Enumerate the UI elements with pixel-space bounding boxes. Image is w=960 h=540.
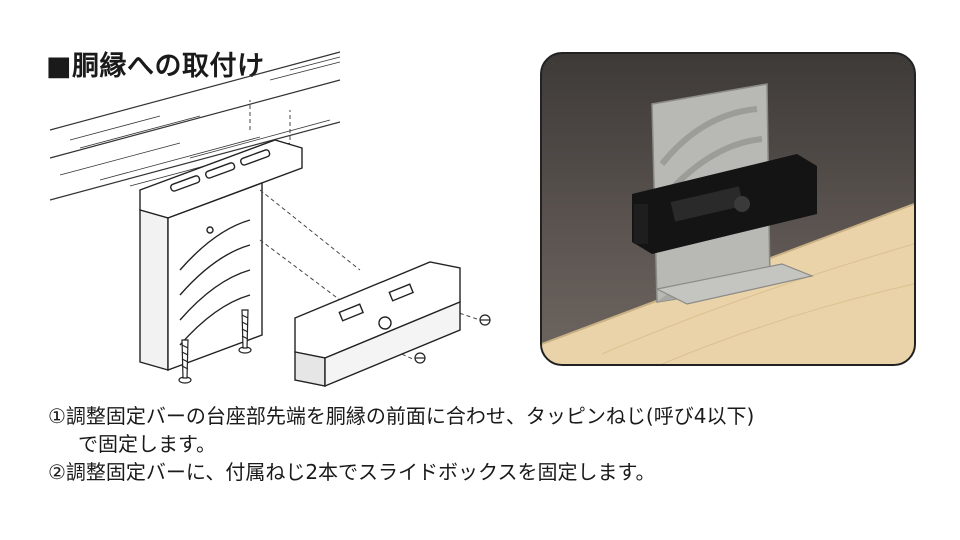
screw-icon <box>178 309 252 384</box>
box-screw-icon <box>414 314 491 364</box>
instruction-steps: ①調整固定バーの台座部先端を胴縁の前面に合わせ、タッピンねじ(呼び4以下) で固… <box>48 402 928 486</box>
slide-box-illustration <box>294 261 461 388</box>
heading-text: ■胴縁への取付け <box>46 51 265 82</box>
section-heading: ■胴縁への取付け <box>46 44 265 83</box>
step-1-line-2: で固定します。 <box>78 432 216 456</box>
bracket-illustration <box>139 139 303 372</box>
step-1-line-1: ①調整固定バーの台座部先端を胴縁の前面に合わせ、タッピンねじ(呼び4以下) <box>48 404 755 428</box>
product-photo <box>540 52 916 366</box>
installation-diagram <box>49 51 491 388</box>
furring-strip <box>49 51 341 201</box>
step-2-line-1: ②調整固定バーに、付属ねじ2本でスライドボックスを固定します。 <box>48 460 656 484</box>
photo-illustration <box>542 83 914 364</box>
